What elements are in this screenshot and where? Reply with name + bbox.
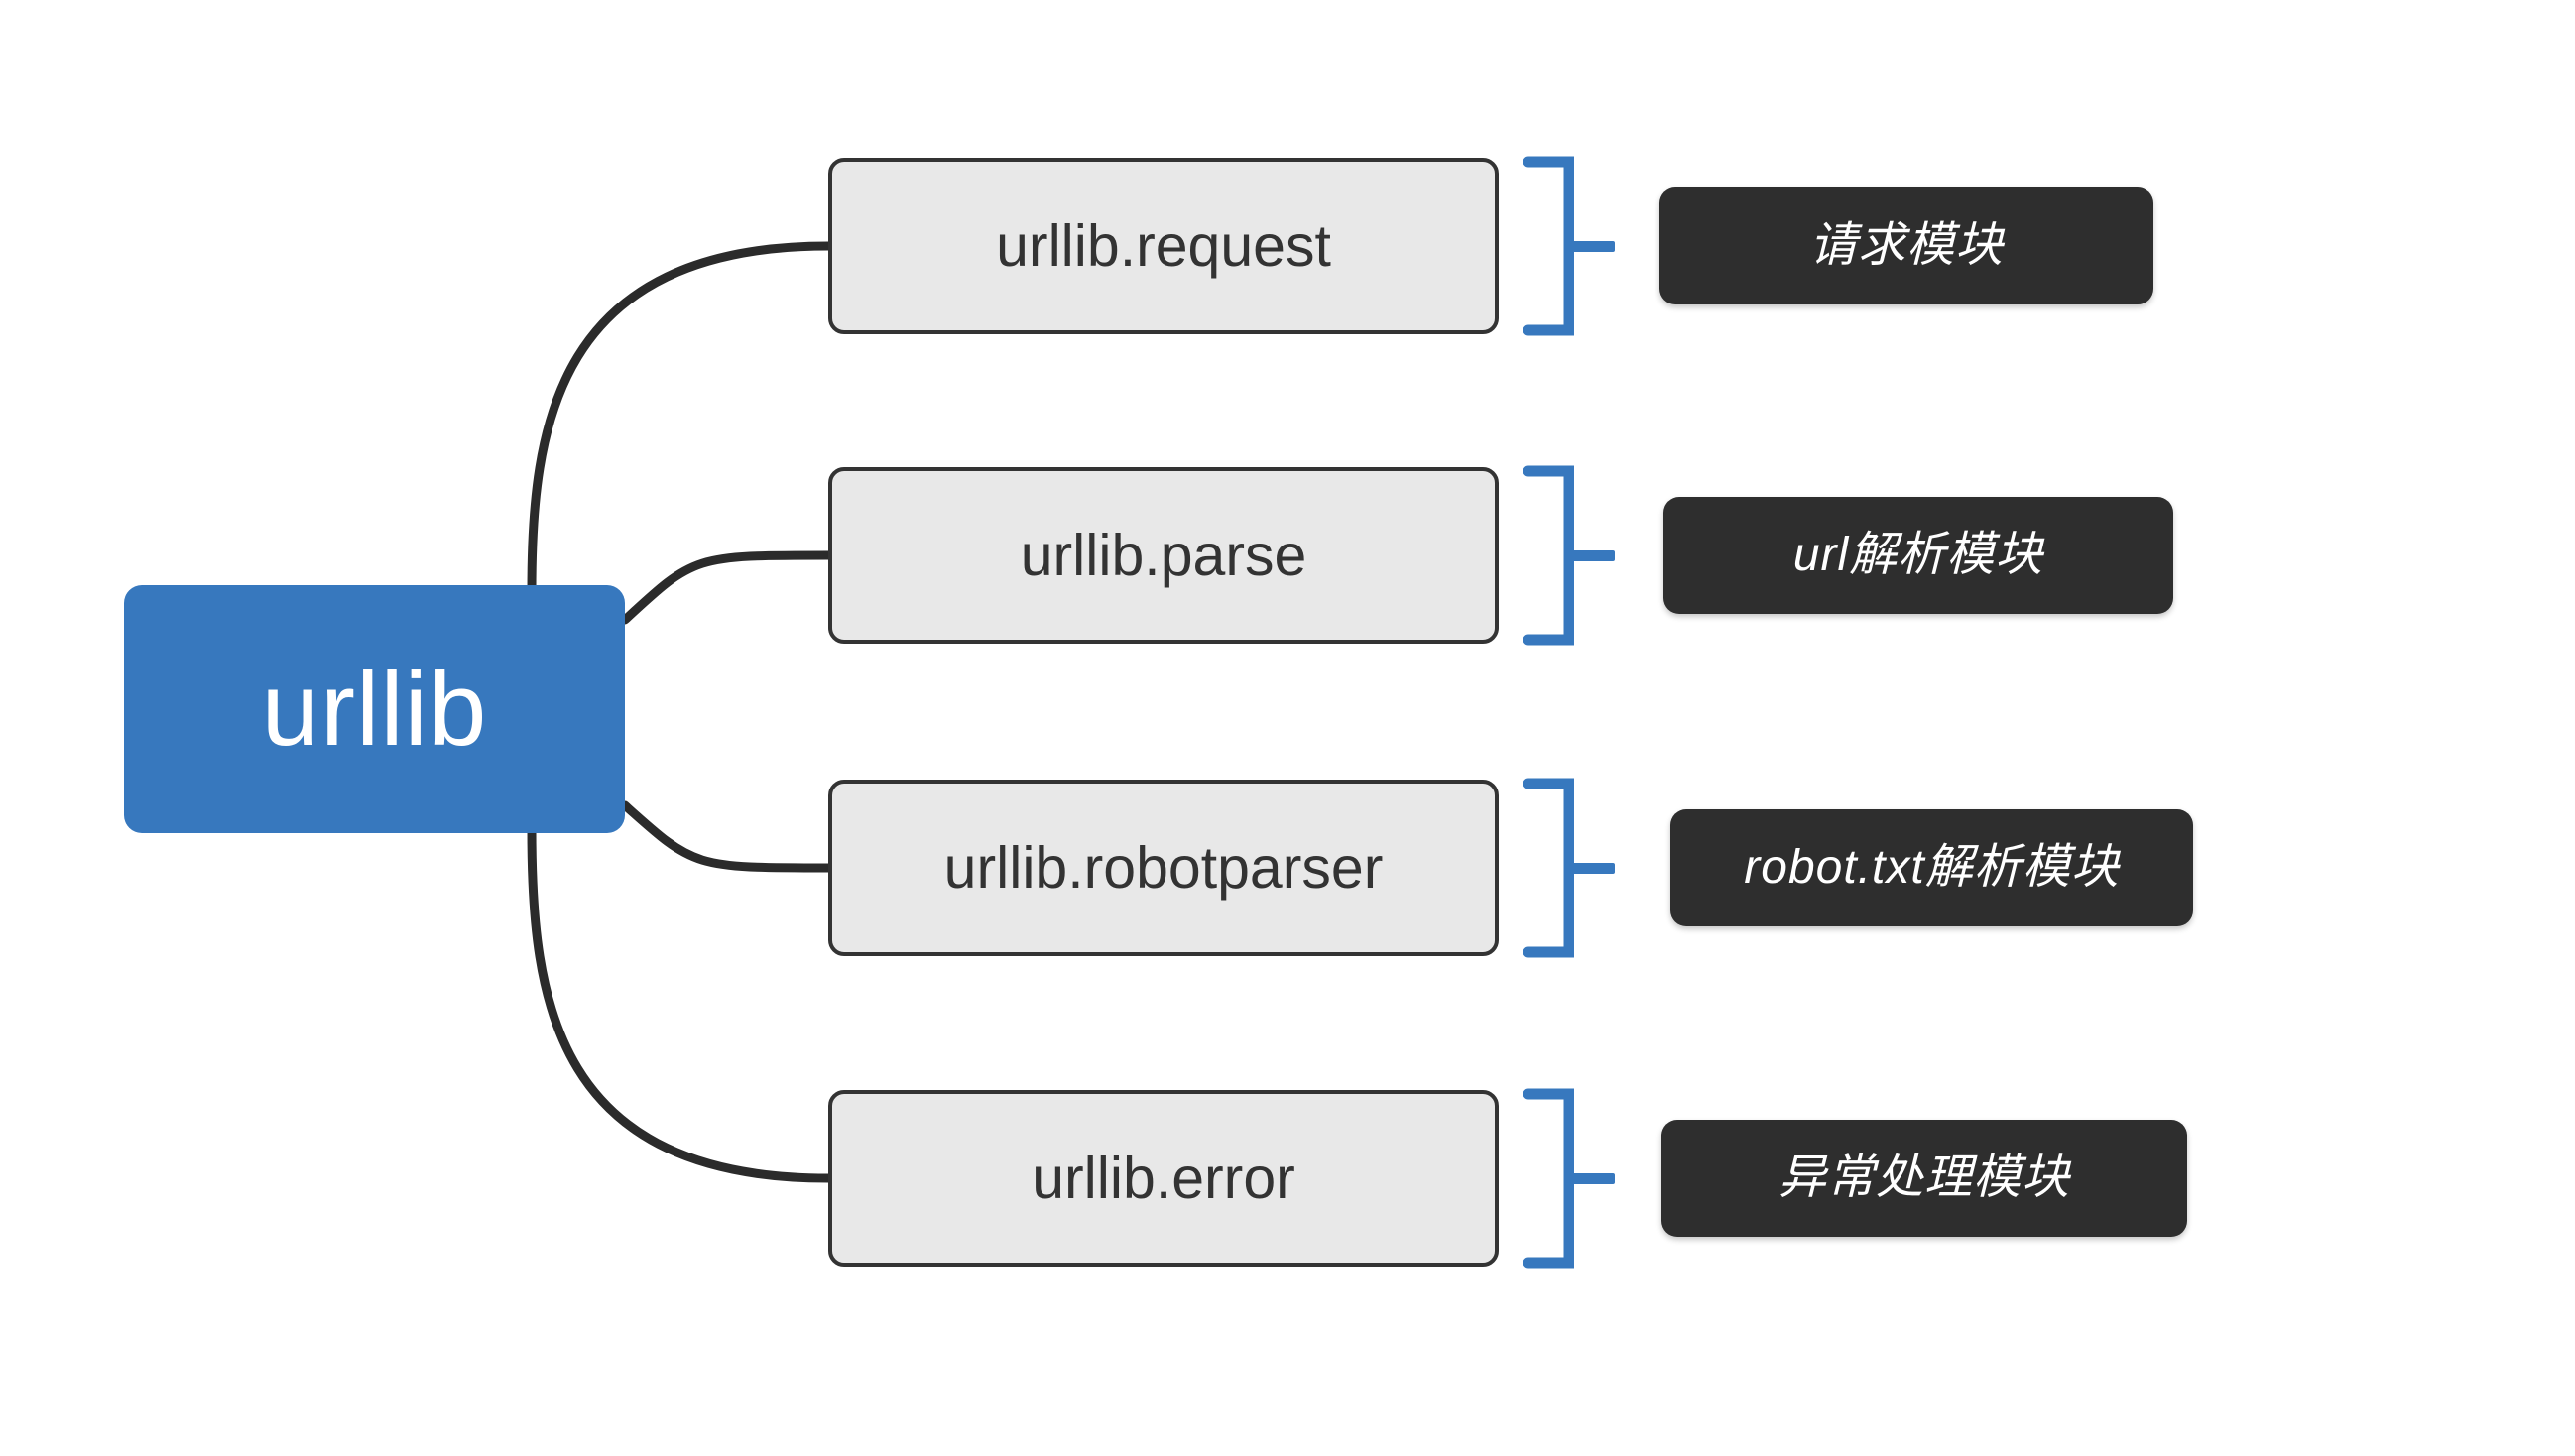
description-node-error[interactable]: 异常处理模块 <box>1661 1120 2187 1237</box>
bracket-urllib-error <box>1523 1088 1574 1269</box>
module-node-urllib-parse[interactable]: urllib.parse <box>828 467 1499 644</box>
description-node-label: url解析模块 <box>1792 529 2044 581</box>
module-node-label: urllib.error <box>1032 1145 1295 1211</box>
description-node-label: 请求模块 <box>1808 219 2004 272</box>
module-node-label: urllib.robotparser <box>943 834 1384 901</box>
bracket-urllib-robotparser <box>1523 778 1574 958</box>
description-node-robotparser[interactable]: robot.txt解析模块 <box>1670 809 2193 926</box>
module-node-urllib-request[interactable]: urllib.request <box>828 158 1499 334</box>
bracket-stub-urllib-error <box>1569 1173 1615 1184</box>
description-node-label: robot.txt解析模块 <box>1744 841 2120 894</box>
bracket-stub-urllib-request <box>1569 241 1615 252</box>
bracket-stub-urllib-parse <box>1569 550 1615 561</box>
description-node-label: 异常处理模块 <box>1778 1152 2070 1204</box>
bracket-urllib-parse <box>1523 465 1574 646</box>
description-node-parse[interactable]: url解析模块 <box>1663 497 2173 614</box>
edge-to-urllib-parse <box>620 550 833 625</box>
module-node-label: urllib.parse <box>1020 522 1307 588</box>
edge-to-urllib-request <box>527 241 833 596</box>
root-node-label: urllib <box>261 651 488 768</box>
bracket-urllib-request <box>1523 156 1574 336</box>
module-node-urllib-error[interactable]: urllib.error <box>828 1090 1499 1267</box>
bracket-stub-urllib-robotparser <box>1569 863 1615 874</box>
module-node-label: urllib.request <box>996 212 1331 279</box>
module-node-urllib-robotparser[interactable]: urllib.robotparser <box>828 780 1499 956</box>
edge-to-urllib-error <box>527 824 833 1183</box>
edge-to-urllib-robotparser <box>620 800 833 873</box>
description-node-request[interactable]: 请求模块 <box>1659 187 2153 304</box>
root-node-urllib[interactable]: urllib <box>124 585 625 833</box>
